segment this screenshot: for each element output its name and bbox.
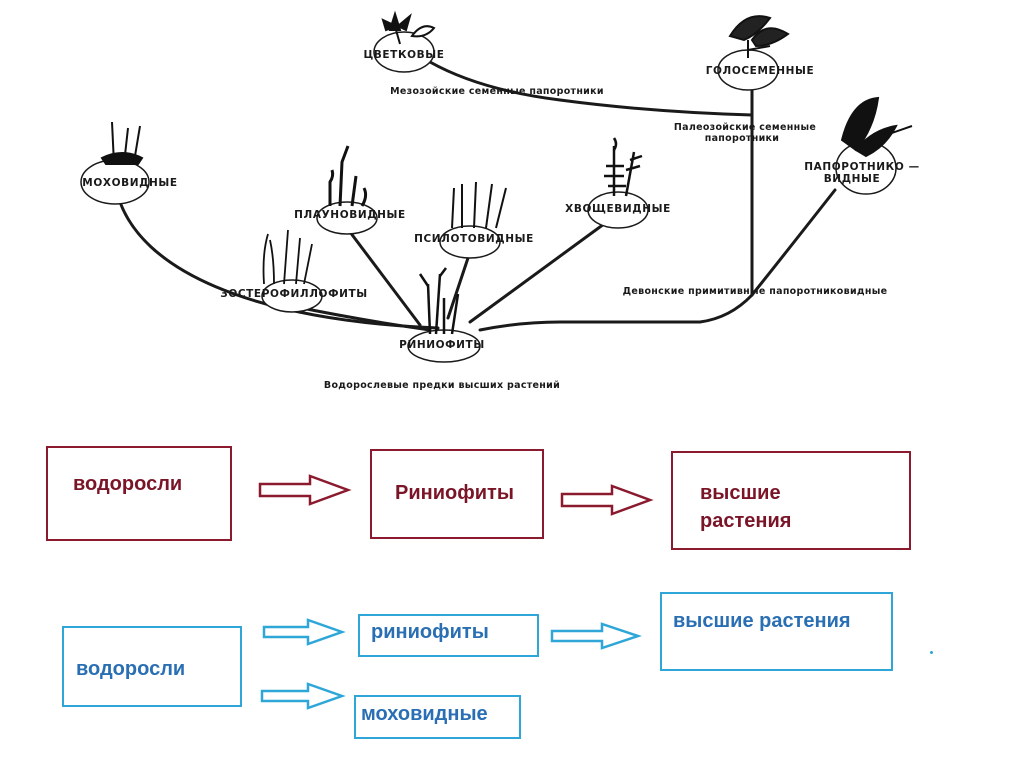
red-label-algae: водоросли (73, 473, 183, 495)
label-paleozoic-line1: Палеозойские семенные (674, 122, 816, 133)
blue-label-higher-plants: высшие растения (673, 610, 855, 633)
plant-flowering-drawing (381, 10, 436, 45)
plant-horsetails-drawing (604, 137, 643, 197)
blue-arrow-to-rhynio (262, 618, 346, 646)
red-arrow-1 (258, 474, 352, 506)
branch-lycopods (348, 230, 422, 327)
label-ferns-line2: ВИДНЫЕ (824, 173, 881, 185)
branch-devonian (478, 293, 754, 332)
branch-psilotum (446, 256, 470, 320)
blue-label-rhynio: риниофиты (371, 621, 489, 643)
blue-box-mosses (354, 695, 521, 739)
blue-arrow-to-higher (550, 622, 642, 650)
red-box-algae (46, 446, 232, 541)
branch-ferns (750, 188, 837, 297)
label-algal-ancestors: Водорослевые предки высших растений (324, 380, 560, 391)
node-lycopods-ellipse (316, 201, 378, 235)
red-box-rhynio (370, 449, 544, 539)
branch-mesozoic (428, 60, 754, 117)
label-devonian: Девонские примитивные папоротниковидные (623, 286, 888, 297)
blue-label-mosses: моховидные (361, 703, 488, 725)
evolution-tree-diagram: ЦВЕТКОВЫЕ ГОЛОСЕМЕННЫЕ ПАПОРОТНИКО — ВИД… (80, 10, 919, 391)
blue-label-algae: водоросли (76, 658, 186, 680)
label-horsetails: ХВОЩЕВИДНЫЕ (565, 203, 671, 215)
blue-box-rhynio (358, 614, 539, 657)
plant-lycopods-drawing (328, 145, 368, 207)
node-flowering-ellipse (373, 31, 435, 73)
plant-zostero-drawing (262, 229, 313, 285)
branch-horsetails (468, 222, 606, 324)
red-label-higher-line1: высшие (700, 482, 781, 504)
blue-box-algae (62, 626, 242, 707)
label-mosses: МОХОВИДНЫЕ (82, 177, 177, 189)
plant-mosses-drawing (100, 121, 144, 165)
plant-gymnosperms-drawing (728, 15, 790, 58)
branch-mosses (116, 194, 440, 330)
red-label-higher-line2: растения (700, 510, 792, 532)
label-flowering: ЦВЕТКОВЫЕ (363, 49, 444, 61)
node-zostero-ellipse (261, 279, 323, 313)
label-ferns-line1: ПАПОРОТНИКО — (804, 161, 919, 173)
red-label-rhynio: Риниофиты (395, 482, 514, 504)
label-zostero: ЗОСТЕРОФИЛЛОФИТЫ (220, 288, 367, 300)
label-paleozoic-line2: папоротники (705, 133, 780, 144)
label-lycopods: ПЛАУНОВИДНЫЕ (294, 209, 406, 221)
label-psilotum: ПСИЛОТОВИДНЫЕ (414, 233, 534, 245)
red-arrow-2 (560, 484, 654, 516)
red-box-higher-plants (671, 451, 911, 550)
node-psilotum-ellipse (439, 225, 501, 259)
blue-arrow-to-mosses (260, 682, 346, 710)
plant-psilotum-drawing (451, 181, 507, 229)
label-gymnosperms: ГОЛОСЕМЕННЫЕ (706, 65, 815, 77)
stray-dot (930, 651, 933, 654)
node-horsetails-ellipse (587, 191, 649, 229)
label-rhynio: РИНИОФИТЫ (399, 339, 485, 351)
plant-ferns-drawing (840, 96, 913, 158)
plant-rhynio-drawing (418, 267, 460, 335)
label-mesozoic: Мезозойские семенные папоротники (390, 86, 604, 97)
